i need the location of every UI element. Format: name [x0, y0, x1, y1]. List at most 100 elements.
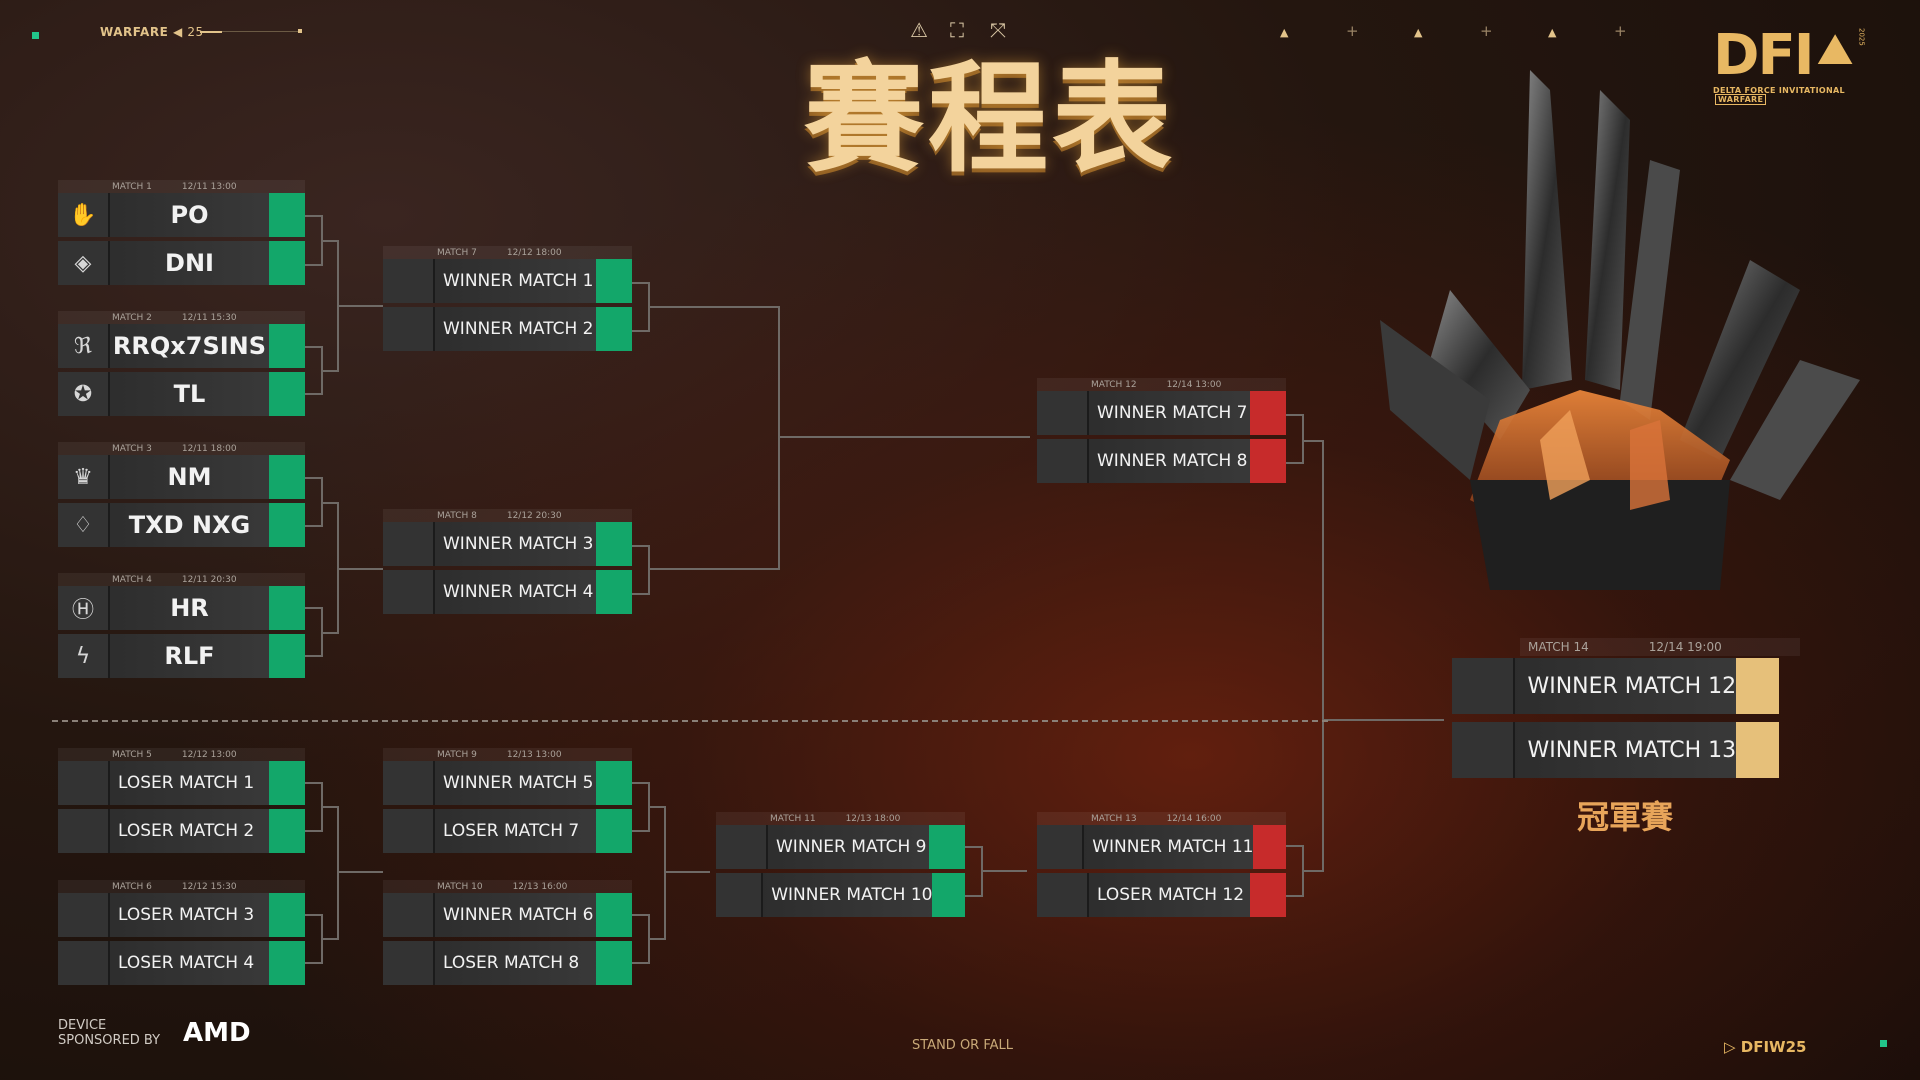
- score-box: [1250, 439, 1286, 483]
- rlf-icon: ϟ: [58, 634, 110, 678]
- crosshair-marker: +: [1614, 22, 1627, 40]
- bracket-line: [305, 477, 321, 479]
- match-time: 12/11 18:00: [181, 443, 237, 454]
- bracket-line: [664, 806, 666, 940]
- match-label: MATCH 3: [112, 443, 152, 454]
- team-row[interactable]: WINNER MATCH 11: [1037, 825, 1286, 869]
- team-name: WINNER MATCH 6: [443, 905, 594, 925]
- team-row[interactable]: LOSER MATCH 7: [383, 809, 632, 853]
- dfiw-tag: ▷ DFIW25: [1724, 1038, 1806, 1056]
- team-row[interactable]: WINNER MATCH 1: [383, 259, 632, 303]
- team-row[interactable]: WINNER MATCH 4: [383, 570, 632, 614]
- bracket-line: [339, 871, 383, 873]
- bracket-line: [965, 846, 981, 848]
- txd-icon: ♢: [58, 503, 110, 547]
- bracket-line: [337, 240, 339, 372]
- team-row[interactable]: WINNER MATCH 3: [383, 522, 632, 566]
- bracket-line: [1286, 845, 1302, 847]
- team-row[interactable]: WINNER MATCH 10: [716, 873, 965, 917]
- team-placeholder-icon: [1452, 658, 1516, 714]
- page-title: 賽程表: [804, 50, 1176, 189]
- team-row[interactable]: ✪TL: [58, 372, 305, 416]
- warning-icon: ⚠: [910, 18, 928, 42]
- score-box: [269, 941, 305, 985]
- match-time: 12/14 19:00: [1648, 640, 1722, 654]
- bracket-line: [632, 330, 648, 332]
- team-placeholder-icon: [1037, 391, 1089, 435]
- team-placeholder-icon: [1037, 873, 1089, 917]
- team-row[interactable]: WINNER MATCH 6: [383, 893, 632, 937]
- team-row[interactable]: LOSER MATCH 1: [58, 761, 305, 805]
- team-row[interactable]: LOSER MATCH 3: [58, 893, 305, 937]
- bracket-line: [632, 282, 648, 284]
- bracket-line: [1322, 440, 1324, 872]
- match-label: MATCH 9: [437, 749, 477, 760]
- triangle-marker: ▲: [1414, 26, 1423, 39]
- triangle-marker: ▲: [1548, 26, 1557, 39]
- bracket-line: [339, 305, 383, 307]
- score-box: [1736, 722, 1779, 778]
- team-row[interactable]: WINNER MATCH 12: [1452, 658, 1779, 714]
- team-row[interactable]: WINNER MATCH 13: [1452, 722, 1779, 778]
- bracket-line: [305, 525, 321, 527]
- match-label: MATCH 2: [112, 312, 152, 323]
- match-time: 12/14 16:00: [1166, 813, 1222, 824]
- team-placeholder-icon: [383, 941, 435, 985]
- speaker-icon: ◀: [172, 25, 183, 39]
- team-row[interactable]: LOSER MATCH 8: [383, 941, 632, 985]
- team-name: LOSER MATCH 8: [443, 953, 580, 973]
- team-row[interactable]: ◈DNI: [58, 241, 305, 285]
- logo-sub1: DELTA FORCE INVITATIONAL: [1713, 86, 1845, 95]
- team-name: NM: [167, 463, 212, 491]
- team-row[interactable]: LOSER MATCH 4: [58, 941, 305, 985]
- match-time: 12/14 13:00: [1166, 379, 1222, 390]
- dni-icon: ◈: [58, 241, 110, 285]
- team-name: LOSER MATCH 1: [118, 773, 255, 793]
- match-time: 12/13 13:00: [506, 749, 562, 760]
- bracket-line: [1324, 719, 1444, 721]
- score-box: [596, 941, 632, 985]
- score-box: [596, 809, 632, 853]
- team-row[interactable]: LOSER MATCH 2: [58, 809, 305, 853]
- final-label: 冠軍賽: [1576, 798, 1673, 836]
- bracket-line: [650, 306, 778, 308]
- bracket-line: [778, 306, 780, 570]
- team-name: LOSER MATCH 7: [443, 821, 580, 841]
- dfi-logo: DFI ⛰ 2025 DELTA FORCE INVITATIONAL WARF…: [1713, 28, 1893, 105]
- score-box: [269, 503, 305, 547]
- one-icon: ✋: [58, 193, 110, 237]
- sponsor-line1: DEVICE: [58, 1018, 107, 1033]
- team-row[interactable]: LOSER MATCH 12: [1037, 873, 1286, 917]
- team-row[interactable]: ♛NM: [58, 455, 305, 499]
- team-row[interactable]: ♢TXD NXG: [58, 503, 305, 547]
- match-label: MATCH 6: [112, 881, 152, 892]
- team-row[interactable]: WINNER MATCH 9: [716, 825, 965, 869]
- team-name: RRQx7SINS: [112, 332, 267, 360]
- score-box: [269, 809, 305, 853]
- team-row[interactable]: ✋PO: [58, 193, 305, 237]
- bracket-line: [305, 215, 321, 217]
- score-box: [269, 761, 305, 805]
- hud-dot: [298, 29, 302, 33]
- team-row[interactable]: WINNER MATCH 8: [1037, 439, 1286, 483]
- team-row[interactable]: WINNER MATCH 5: [383, 761, 632, 805]
- bracket-line: [1286, 895, 1302, 897]
- team-row[interactable]: WINNER MATCH 2: [383, 307, 632, 351]
- team-row[interactable]: WINNER MATCH 7: [1037, 391, 1286, 435]
- match-label: MATCH 10: [437, 881, 483, 892]
- bracket-line: [305, 264, 321, 266]
- hud-line-thin: [222, 31, 298, 32]
- match-label: MATCH 4: [112, 574, 152, 585]
- team-placeholder-icon: [383, 522, 435, 566]
- bracket-line: [323, 240, 337, 242]
- slogan: STAND OR FALL: [912, 1038, 1014, 1053]
